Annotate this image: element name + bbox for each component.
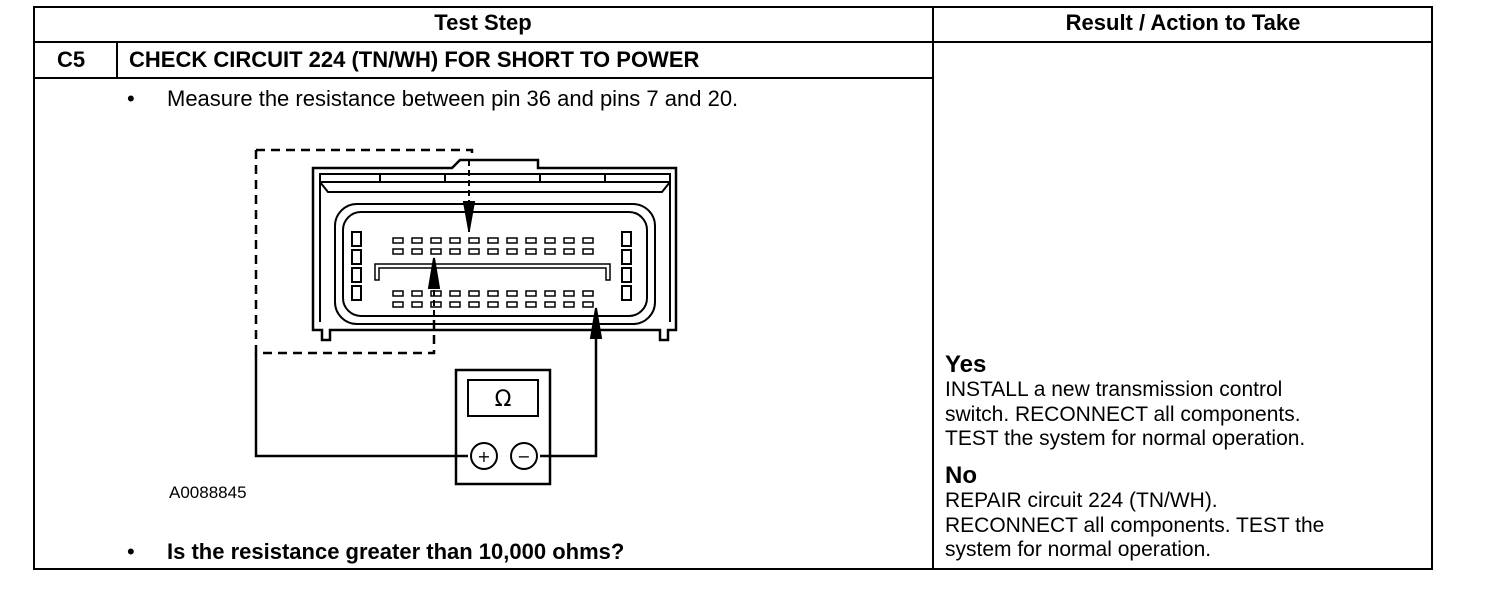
pin-row-top — [392, 237, 594, 255]
dashed-outline — [254, 148, 474, 355]
instruction-text: Measure the resistance between pin 36 an… — [167, 86, 739, 111]
result-no-text: REPAIR circuit 224 (TN/WH). RECONNECT al… — [945, 489, 1325, 561]
left-pin-column — [351, 231, 362, 301]
question-text: Is the resistance greater than 10,000 oh… — [167, 539, 625, 564]
test-step-table — [33, 6, 1433, 570]
plus-symbol: + — [477, 447, 490, 466]
header-result-action: Result / Action to Take — [1065, 10, 1301, 35]
result-yes-text: INSTALL a new transmission control switc… — [945, 378, 1306, 450]
bullet-mark: • — [127, 86, 135, 111]
ohmmeter-body — [454, 368, 552, 486]
question-bullet: • Is the resistance greater than 10,000 o… — [127, 539, 624, 565]
probe-pin-7 — [427, 257, 441, 320]
probe-pin-36 — [462, 160, 476, 232]
result-yes-label: Yes — [945, 351, 987, 378]
lead-wire-negative — [540, 338, 598, 458]
step-title: CHECK CIRCUIT 224 (TN/WH) FOR SHORT TO P… — [129, 47, 700, 72]
bullet-mark: • — [127, 539, 135, 564]
ohm-symbol: Ω — [495, 387, 512, 412]
column-divider — [932, 6, 934, 570]
connector-top-rail — [319, 173, 671, 183]
step-title-divider — [33, 77, 933, 79]
probe-pin-20 — [589, 307, 603, 339]
pin-row-bottom — [392, 290, 594, 308]
minus-terminal — [510, 442, 538, 470]
header-test-step: Test Step — [434, 10, 532, 35]
step-id-divider — [116, 42, 118, 78]
step-id: C5 — [57, 47, 86, 72]
figure-id: A0088845 — [169, 483, 247, 502]
header-divider — [33, 41, 1433, 43]
minus-symbol: − — [517, 447, 530, 466]
plus-terminal — [470, 442, 498, 470]
connector-center-key — [374, 263, 611, 281]
connector-diagram: Ω + − — [254, 148, 678, 486]
connector-body — [311, 158, 678, 342]
right-pin-column — [621, 231, 632, 301]
connector-inner-shell-2 — [342, 211, 648, 317]
instruction-bullet: • Measure the resistance between pin 36 a… — [127, 86, 738, 112]
connector-inner-shell — [334, 203, 656, 325]
lead-wire-positive — [254, 353, 468, 458]
result-no-label: No — [945, 462, 977, 489]
ohmmeter-display — [467, 379, 539, 417]
